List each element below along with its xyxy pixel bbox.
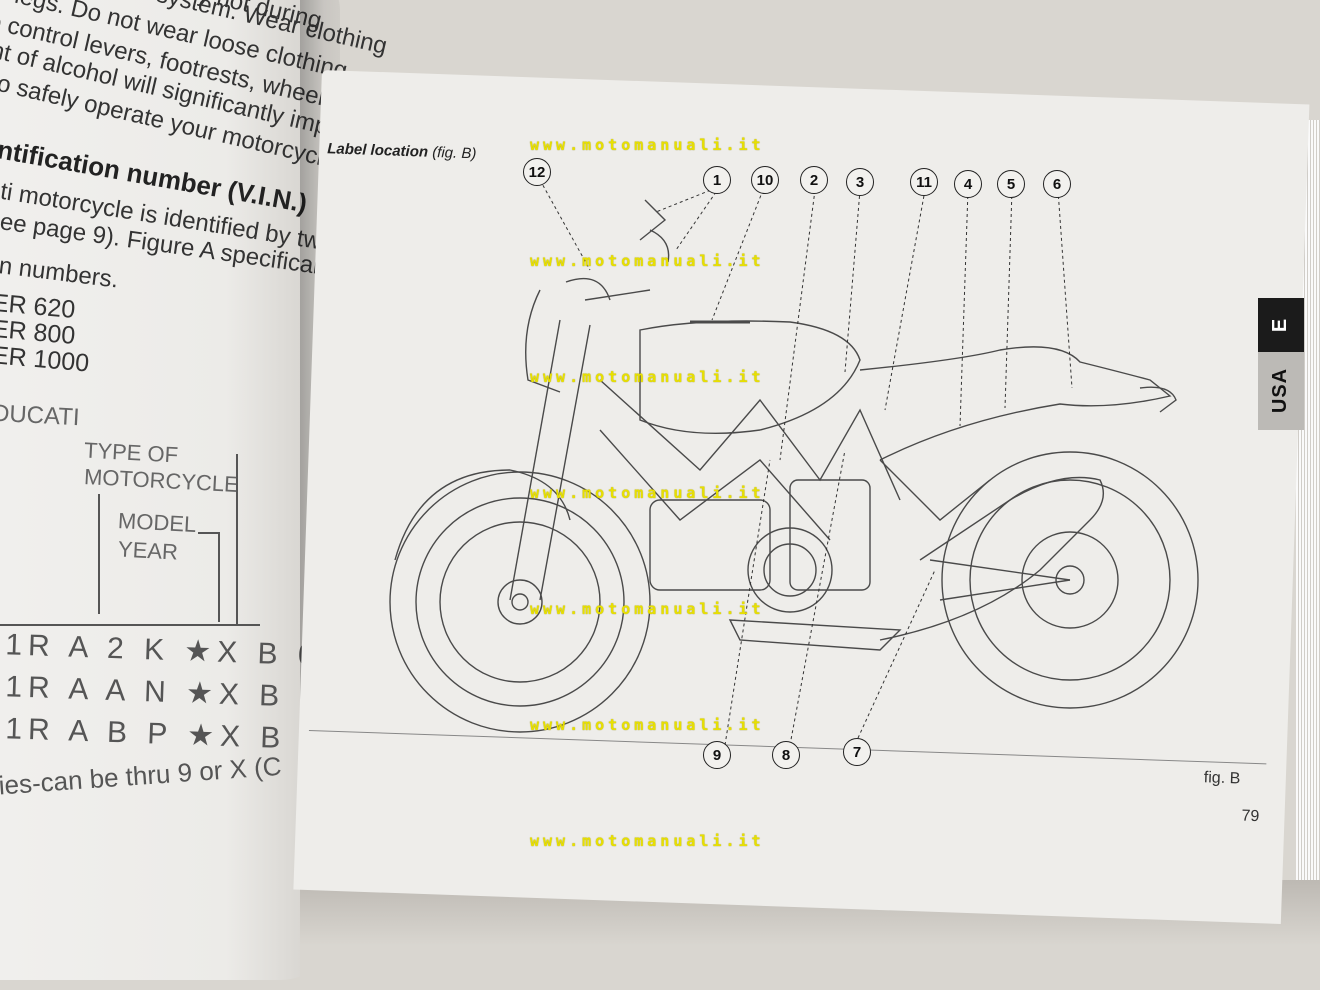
diagram-line: [98, 494, 100, 614]
tab-letter-text: E: [1269, 318, 1292, 332]
watermark: www.motomanuali.it: [530, 832, 765, 850]
rear-tire: [941, 451, 1199, 709]
watermark: www.motomanuali.it: [530, 252, 765, 270]
callout-8: 8: [772, 741, 800, 769]
diagram-line: [198, 532, 220, 534]
engine-cover: [747, 527, 833, 613]
watermark: www.motomanuali.it: [530, 368, 765, 386]
callout-10: 10: [751, 166, 779, 194]
engine-block: [649, 499, 771, 591]
watermark: www.motomanuali.it: [530, 484, 765, 502]
seat: [859, 346, 1172, 461]
callout-3: 3: [846, 168, 874, 196]
rear-sprocket: [1021, 531, 1119, 629]
callout-9: 9: [703, 741, 731, 769]
diagram-line: [236, 454, 238, 624]
callout-11: 11: [910, 168, 938, 196]
callout-5: 5: [997, 170, 1025, 198]
callout-12: 12: [523, 158, 551, 186]
watermark: www.motomanuali.it: [530, 136, 765, 154]
diagram-line: [218, 532, 220, 622]
callout-2: 2: [800, 166, 828, 194]
exhaust: [879, 476, 1104, 641]
callout-6: 6: [1043, 170, 1071, 198]
left-page: system becomes very hot during uch the e…: [0, 0, 390, 980]
callout-7: 7: [843, 738, 871, 766]
diagram-line: [0, 624, 260, 626]
language-tab-region: USA: [1258, 352, 1304, 428]
vin-breakdown-diagram: DUCATI TYPE OF MOTORCYCLE MODEL YEAR M 1…: [0, 370, 324, 830]
tab-region-text: USA: [1269, 367, 1292, 413]
watermark: www.motomanuali.it: [530, 716, 765, 734]
watermark: www.motomanuali.it: [530, 600, 765, 618]
callout-4: 4: [954, 170, 982, 198]
front-brake-disc: [439, 521, 601, 683]
language-tab-letter: E: [1258, 298, 1304, 352]
callout-1: 1: [703, 166, 731, 194]
